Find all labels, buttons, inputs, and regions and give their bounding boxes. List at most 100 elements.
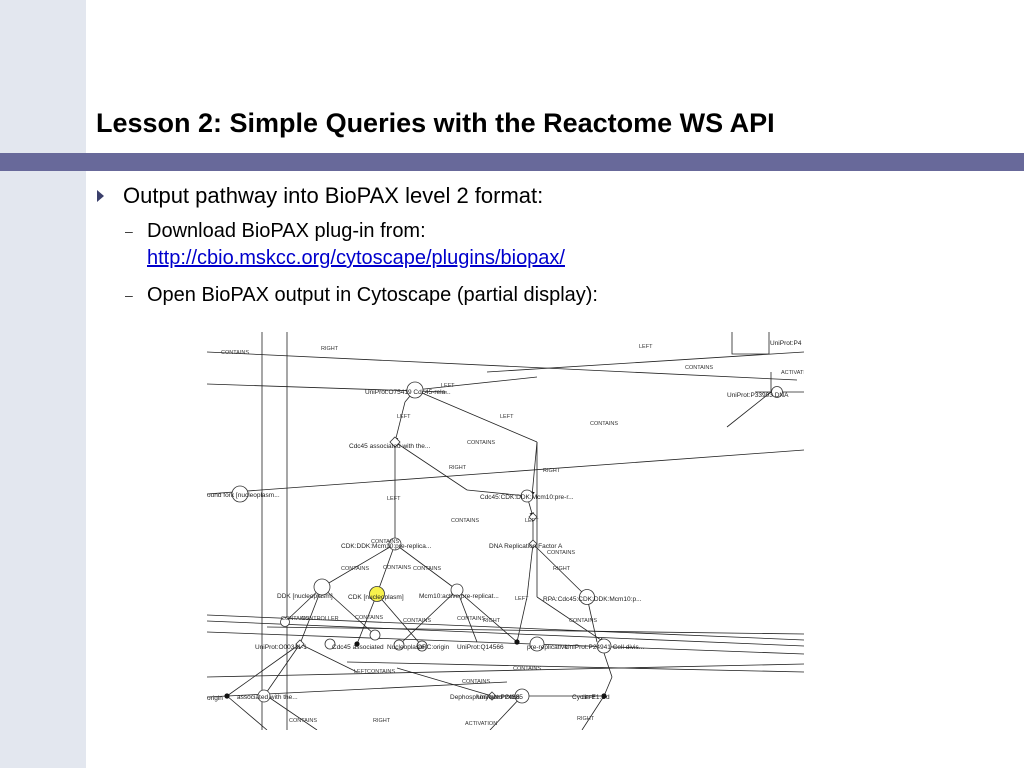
node-label: UniProt:O00311-1 [255,644,307,651]
node-label: Nucleoplasm [387,644,425,651]
node-label: pre-replicative [527,644,568,651]
edge-label: CONTAINS [685,365,713,371]
edge-label: CONTAINS [457,616,485,622]
network-node[interactable] [520,489,534,503]
network-node[interactable] [596,638,612,654]
node-label: ORC:origin [417,644,450,651]
edge-label: CONTAINS [355,615,383,621]
network-edge [346,661,804,673]
edge-label: CONTAINS [281,616,309,622]
network-node[interactable] [529,636,545,652]
network-edge [456,589,478,643]
network-node[interactable] [280,617,290,627]
node-label: UniProt:P24941 Cell divis... [565,644,644,651]
node-label: UniProt:P4 [770,340,802,347]
bullet-text: Output pathway into BioPAX level 2 forma… [123,183,544,208]
network-edge [603,676,613,697]
edge-label: CONTAINS [513,666,541,672]
network-edge [207,631,804,655]
network-edge [263,643,301,697]
sub-bullet-text: Download BioPAX plug-in from: [147,220,426,242]
network-edge [299,586,323,645]
node-label: Cdc45 associated with the... [349,443,430,450]
edge-label: LEFT [354,669,368,675]
network-node[interactable] [257,689,271,703]
network-edge [398,589,458,646]
edge-label: CONTAINS [367,669,395,675]
network-edge [414,389,538,443]
network-edge [207,620,804,647]
edge-label: CONTAINS [467,440,495,446]
edge-label: CONTAINS [413,566,441,572]
reaction-node[interactable] [389,436,401,448]
dash-bullet-icon: – [125,287,133,303]
node-layer [224,381,783,704]
bullet-item: Output pathway into BioPAX level 2 forma… [95,182,995,210]
network-node[interactable] [313,578,331,596]
node-label: DDK [nucleoplasm] [277,593,333,600]
network-edge [356,593,378,645]
network-node[interactable] [369,586,385,602]
network-node[interactable] [369,629,381,641]
network-edge [393,401,406,443]
edge-label: CONTAINS [383,565,411,571]
junction-node[interactable] [354,641,360,647]
node-label: ound fork [nucleoplasm... [207,492,280,499]
network-edge [321,543,396,588]
edge-label: ACTIVATION [465,721,497,727]
edge-label: CONTAINS [289,718,317,724]
biopax-plugin-link[interactable]: http://cbio.mskcc.org/cytoscape/plugins/… [147,247,565,269]
sub-bullet-item: – Download BioPAX plug-in from: http://c… [95,218,995,272]
node-label: Dephosphorylated Cdc6 [450,694,520,701]
network-edge [486,351,804,373]
edge-label: RIGHT [449,465,467,471]
edge-label: CONTROLLER [301,616,339,622]
reaction-node[interactable] [295,639,305,649]
junction-node[interactable] [224,693,230,699]
network-node[interactable] [388,537,402,551]
network-edge [207,681,508,698]
slide-title: Lesson 2: Simple Queries with the Reacto… [96,108,775,138]
network-edge [414,376,538,391]
network-edge [396,667,493,697]
network-edge [526,543,534,598]
node-label: associated with the... [237,694,298,701]
edge-label: RIGHT [577,716,595,722]
node-label: UniProt:Q14566 [457,644,504,651]
edge-label: CONTAINS [371,539,399,545]
junction-node[interactable] [514,639,520,645]
network-node[interactable] [579,589,595,605]
edge-label: LEFT [441,383,455,389]
network-node[interactable] [416,640,428,652]
reaction-node[interactable] [528,512,538,522]
reaction-node[interactable] [528,539,538,549]
network-node[interactable] [406,381,424,399]
network-edge [394,441,468,491]
network-edge [489,695,523,730]
node-label: CDK:DDK:Mcm10:pre-replica... [341,543,431,550]
edge-label: LEFT [397,414,411,420]
edge-label: CONTAINS [451,518,479,524]
node-label: CDK [nucleoplasm] [348,594,404,601]
edge-label: LEFT [639,344,653,350]
node-label: UniProt:O75419 Cdc45-rela... [365,389,451,396]
reaction-node[interactable] [487,691,497,701]
junction-node[interactable] [601,693,607,699]
network-node[interactable] [393,639,405,651]
network-edge [299,643,358,673]
node-label: UniProt:P33993 DNA [727,392,789,399]
network-node[interactable] [231,485,249,503]
network-node[interactable] [514,688,530,704]
network-node[interactable] [771,386,783,398]
node-label: UniProt:P24385 [477,694,523,701]
network-edge [266,626,804,635]
network-node[interactable] [450,583,464,597]
network-edge [226,695,268,730]
network-edge [207,449,804,495]
network-node[interactable] [324,638,336,650]
edge-label: CONTAINS [547,550,575,556]
title-underline-bar [0,153,1024,171]
